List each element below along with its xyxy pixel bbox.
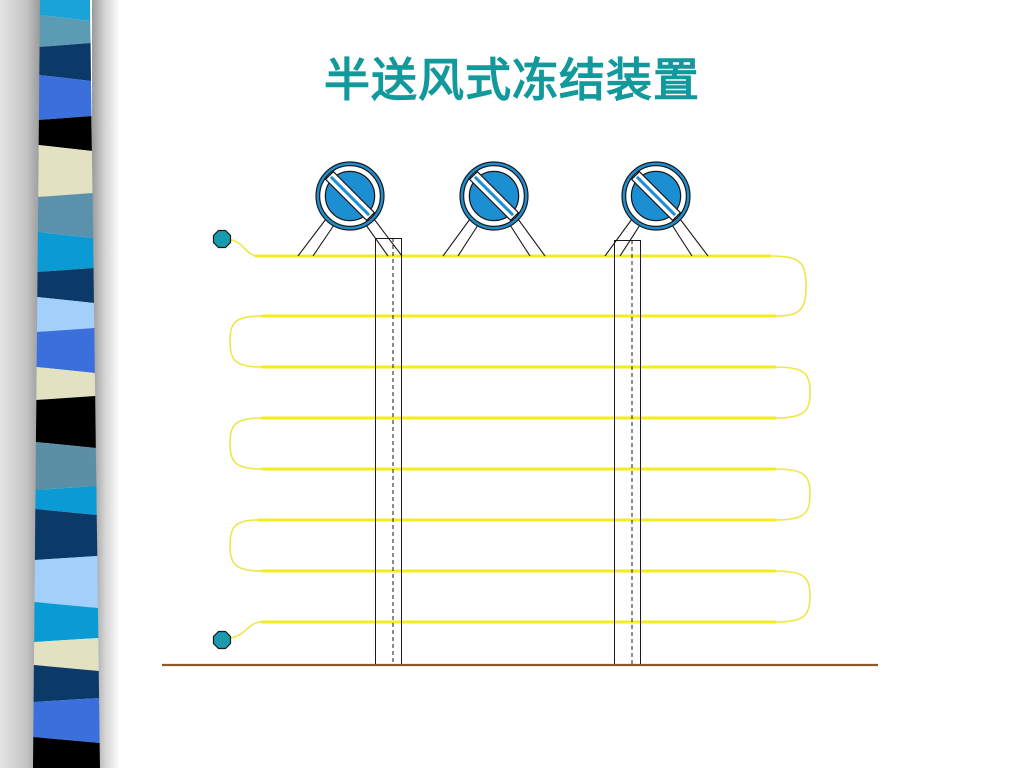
fan-ring: [464, 166, 524, 226]
coil-inlet: [229, 239, 259, 257]
stripe-block: [34, 509, 98, 560]
slide-title: 半送风式冻结装置: [324, 53, 700, 107]
fan-bar-core: [329, 175, 371, 217]
stripe-block: [39, 15, 91, 47]
fan-ring: [320, 166, 380, 226]
pipe-endpoints: [212, 229, 232, 650]
coil-bend-right: [774, 366, 811, 419]
stripe-block: [33, 737, 100, 768]
stripe-block: [33, 638, 99, 671]
fan-stand: [297, 218, 403, 257]
fan-stand: [442, 218, 546, 257]
support-post: [375, 238, 402, 665]
support-posts: [375, 238, 641, 665]
coil-bends: [229, 239, 811, 639]
stripe-block: [37, 193, 94, 238]
decorative-stripe: [33, 0, 100, 768]
pipe-endpoint-icon: [212, 229, 232, 249]
stripe-block: [39, 43, 91, 81]
fans: [315, 161, 691, 231]
coil-bend-right: [769, 255, 807, 317]
stripe-block: [37, 297, 95, 332]
stripe-block: [38, 116, 92, 151]
stripe-block: [34, 556, 98, 608]
stripe-block: [38, 145, 93, 197]
stripe-block: [35, 442, 97, 490]
coil-bend-left: [229, 315, 263, 368]
fan-stands: [297, 218, 709, 257]
fan-icon: [459, 161, 529, 231]
stripe-block: [33, 665, 100, 702]
stripe-block: [36, 367, 96, 400]
stripe-block: [37, 268, 94, 303]
coil-straight-runs: [254, 254, 777, 624]
coil-bend-left: [229, 417, 263, 470]
fan-bar-core: [635, 175, 677, 217]
coil-bend-right: [774, 570, 811, 623]
stripe-block: [35, 396, 96, 448]
coil-outlet: [229, 621, 263, 639]
stripe-block: [39, 0, 91, 21]
fan-icon: [621, 161, 691, 231]
coil-bend-left: [229, 519, 263, 572]
fan-icon: [315, 161, 385, 231]
stripe-block: [37, 232, 94, 272]
pipe-endpoint-icon: [212, 630, 232, 650]
stripe-block: [34, 602, 99, 642]
stripe-block: [33, 698, 100, 743]
fan-bar-core: [473, 175, 515, 217]
stripe-block: [36, 328, 95, 373]
fan-ring: [626, 166, 686, 226]
coil-bend-right: [774, 468, 811, 521]
support-post: [614, 240, 641, 665]
coil: [229, 239, 811, 639]
stripe-block: [38, 75, 92, 120]
stripe-block: [35, 486, 97, 515]
